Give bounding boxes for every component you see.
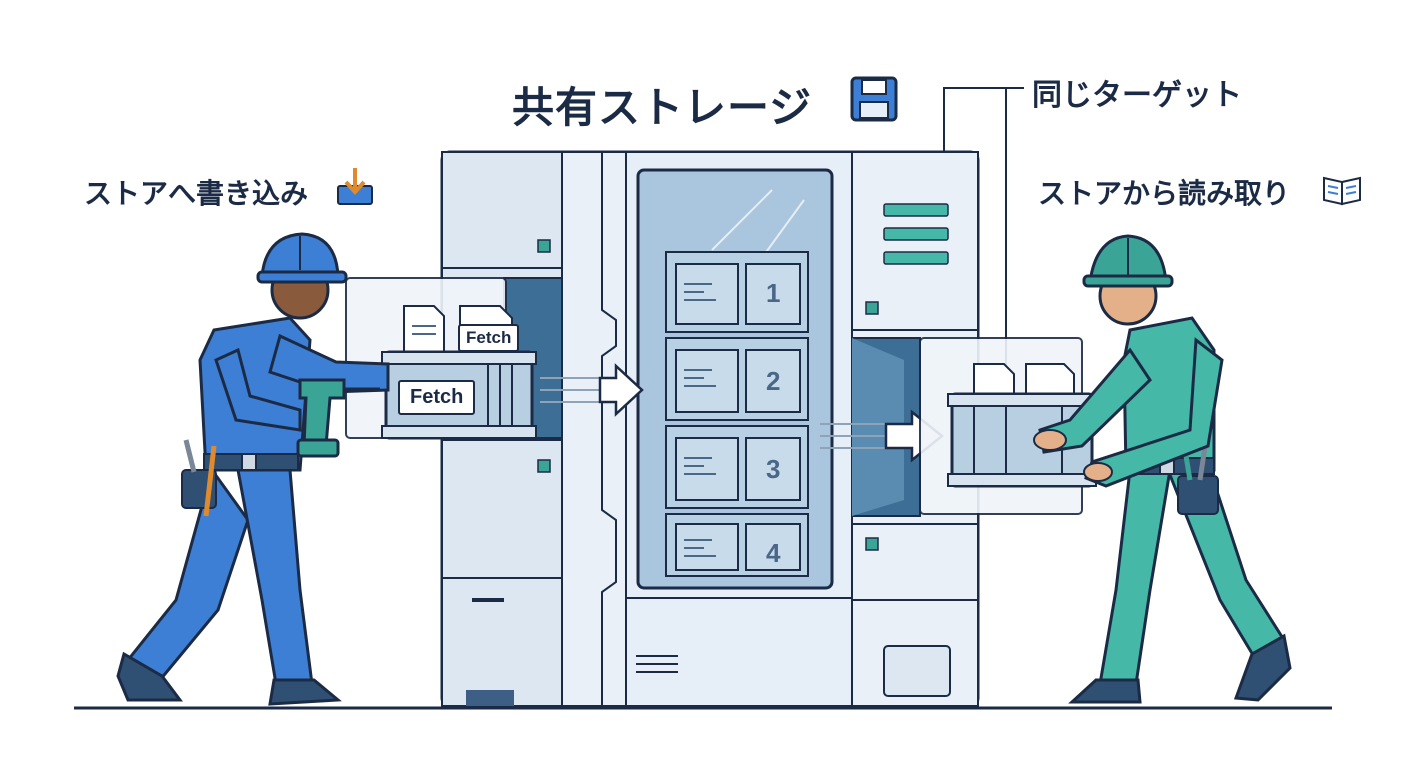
worker-left xyxy=(116,232,390,706)
worker-right xyxy=(1033,234,1292,704)
read-from-store-label: ストアから読み取り xyxy=(1038,177,1291,210)
open-book-icon xyxy=(1323,176,1361,206)
inbox-download-icon xyxy=(337,168,373,205)
floppy-disk-icon xyxy=(850,76,898,122)
page-title: 共有ストレージ xyxy=(512,83,813,132)
same-target-label: 同じターゲット xyxy=(1032,78,1242,113)
slot-drawer-4 xyxy=(665,513,809,577)
slot-drawer-1 xyxy=(665,251,809,333)
write-to-store-label: ストアへ書き込み xyxy=(84,177,309,210)
slot-number-2: 2 xyxy=(766,366,781,396)
slot-drawer-2 xyxy=(665,337,809,421)
slot-number-3: 3 xyxy=(766,454,781,484)
slot-number-1: 1 xyxy=(766,278,781,308)
fetch-file-tag: Fetch xyxy=(458,324,520,352)
write-arrow xyxy=(540,363,644,417)
right-files xyxy=(973,363,1075,399)
slot-drawer-3 xyxy=(665,425,809,509)
slot-number-4: 4 xyxy=(766,538,781,568)
fetch-crate-tag: Fetch xyxy=(398,380,476,415)
